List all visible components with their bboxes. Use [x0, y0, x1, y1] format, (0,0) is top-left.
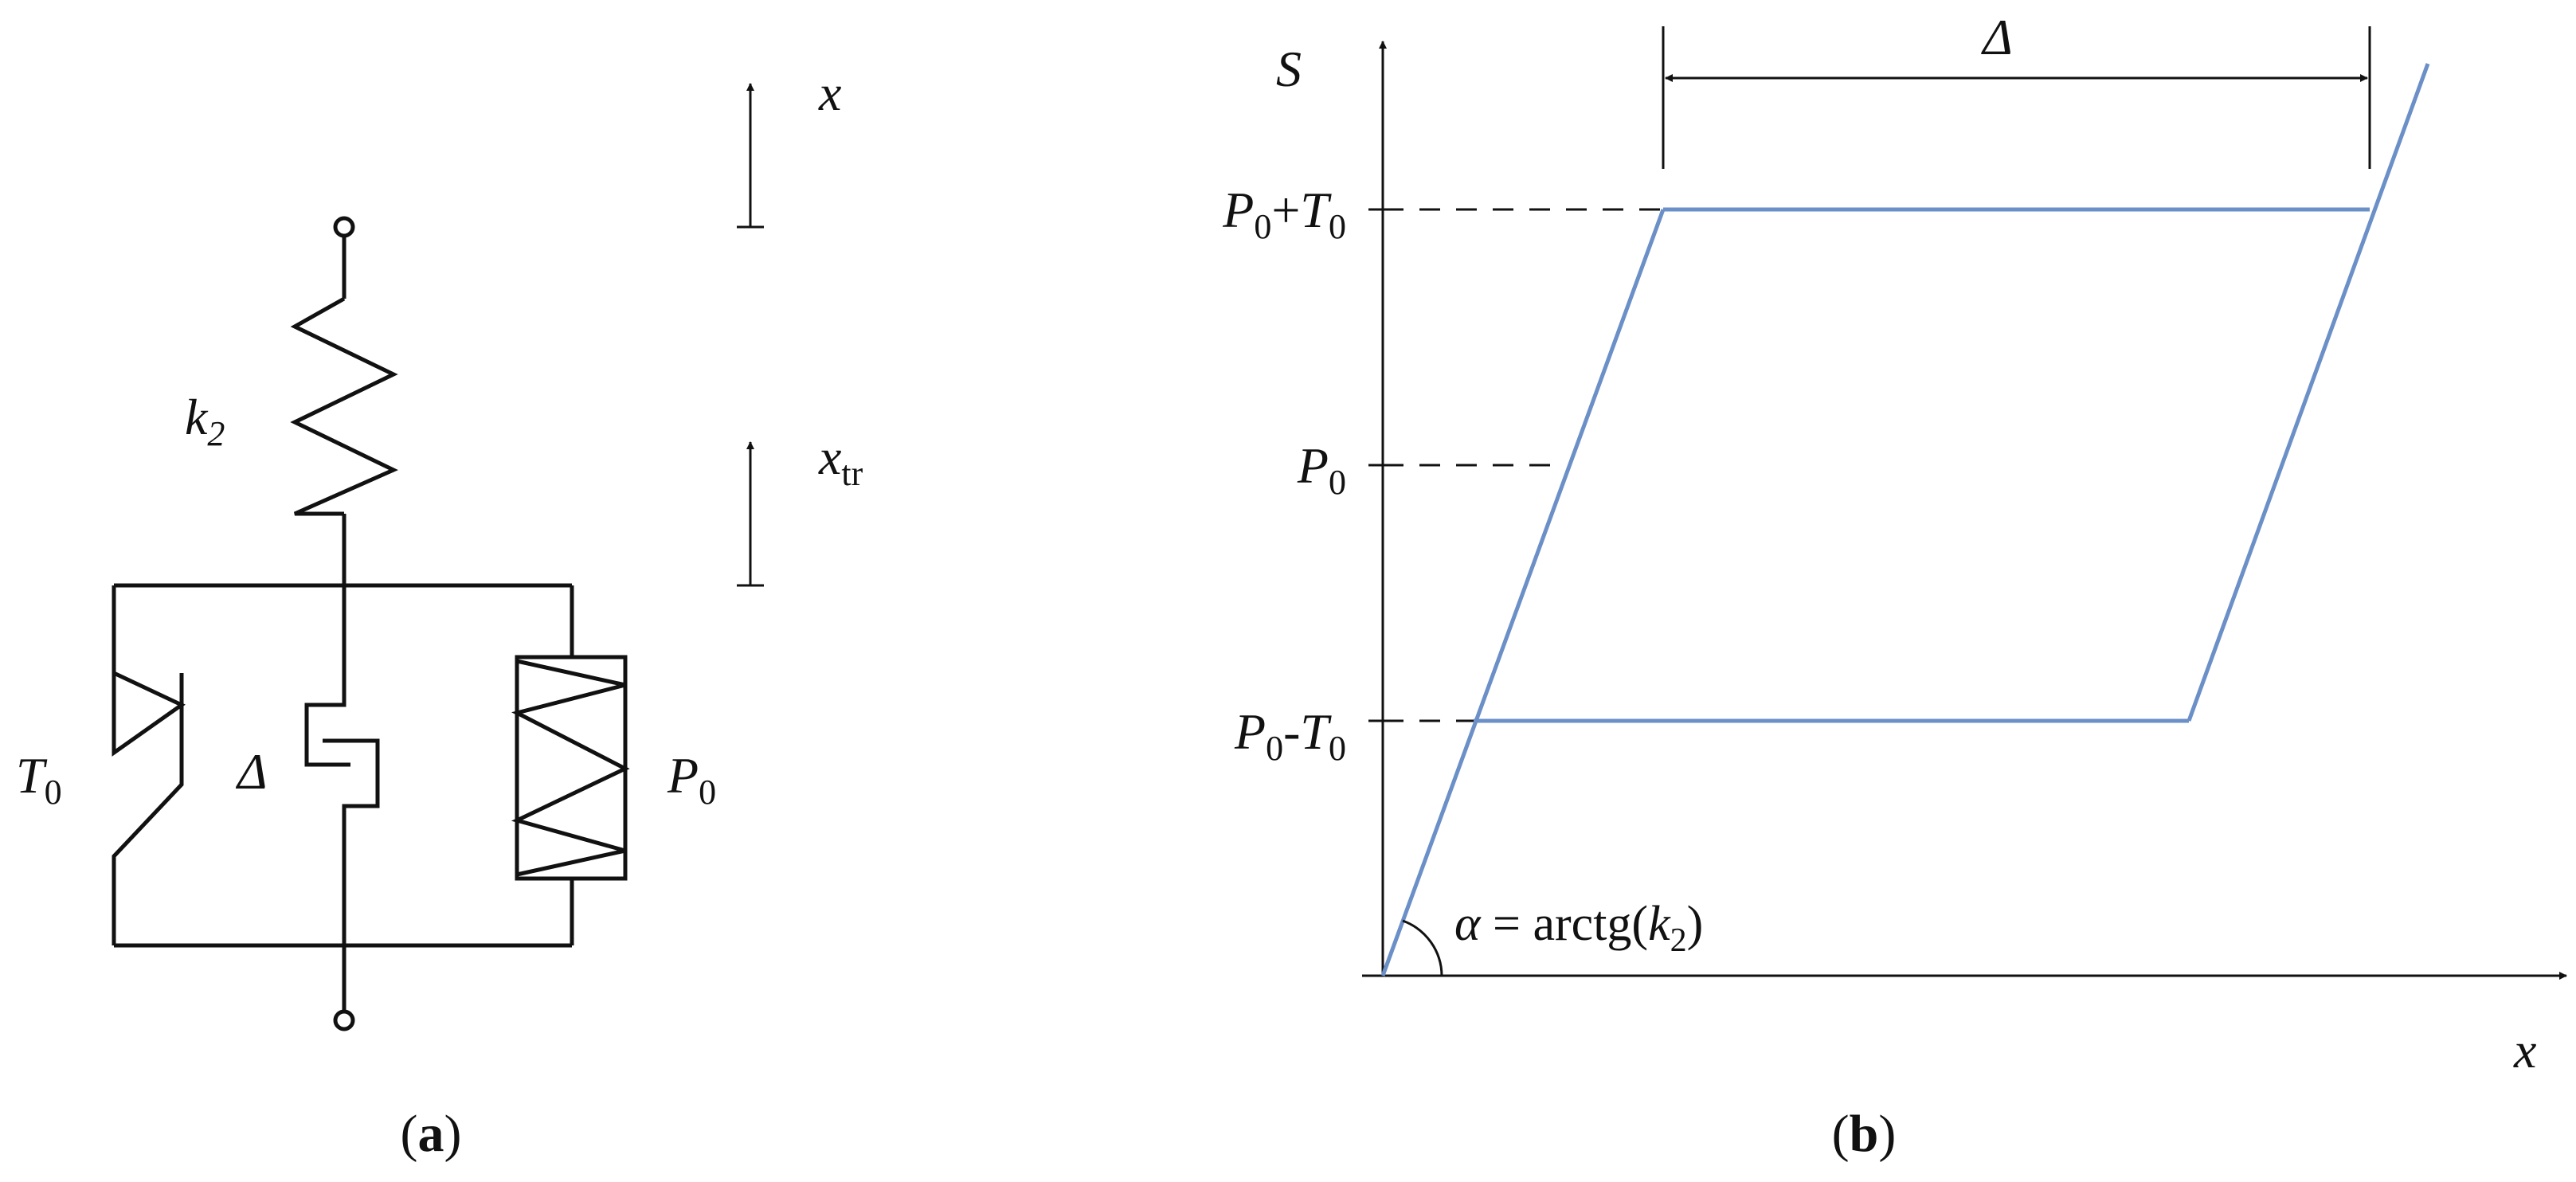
preload-spring: [511, 659, 630, 877]
top-terminal: [333, 216, 355, 238]
tick-label-lower: P0-T0: [1234, 703, 1346, 768]
gap-element-upper: [304, 585, 350, 767]
guide-lines: [1383, 208, 1663, 722]
panel-b-axes: [1362, 41, 2567, 980]
angle-label: α = arctg(k2): [1454, 897, 1703, 959]
caption-b: (b): [1832, 1105, 1897, 1163]
label-x: x: [818, 65, 841, 121]
width-dimension: [1662, 26, 2371, 169]
unloading-branch: [2186, 63, 2430, 722]
hysteresis-loop: [1380, 63, 2430, 977]
label-s: S: [1276, 41, 1302, 97]
label-gap: Δ: [235, 743, 268, 800]
label-xtr: xtr: [818, 429, 863, 493]
bottom-terminal: [333, 1009, 355, 1031]
caption-a: (a): [401, 1105, 462, 1163]
tick-label-upper: P0+T0: [1222, 182, 1346, 246]
tick-label-middle: P0: [1297, 437, 1346, 502]
label-p0: P0: [667, 747, 716, 812]
panel-a-schematic: [112, 216, 630, 1031]
friction-lower-arm: [112, 673, 184, 945]
spring-k2: [290, 296, 398, 516]
displacement-arrows: [737, 83, 764, 587]
angle-arc: [1402, 919, 1443, 977]
friction-element-t0: [112, 585, 186, 757]
label-delta-width: Δ: [1980, 9, 2013, 65]
label-t0: T0: [16, 747, 62, 812]
label-k2: k2: [185, 389, 225, 453]
gap-element-lower: [323, 738, 380, 945]
label-x-axis: x: [2513, 1022, 2536, 1078]
loading-branch: [1380, 209, 1666, 977]
